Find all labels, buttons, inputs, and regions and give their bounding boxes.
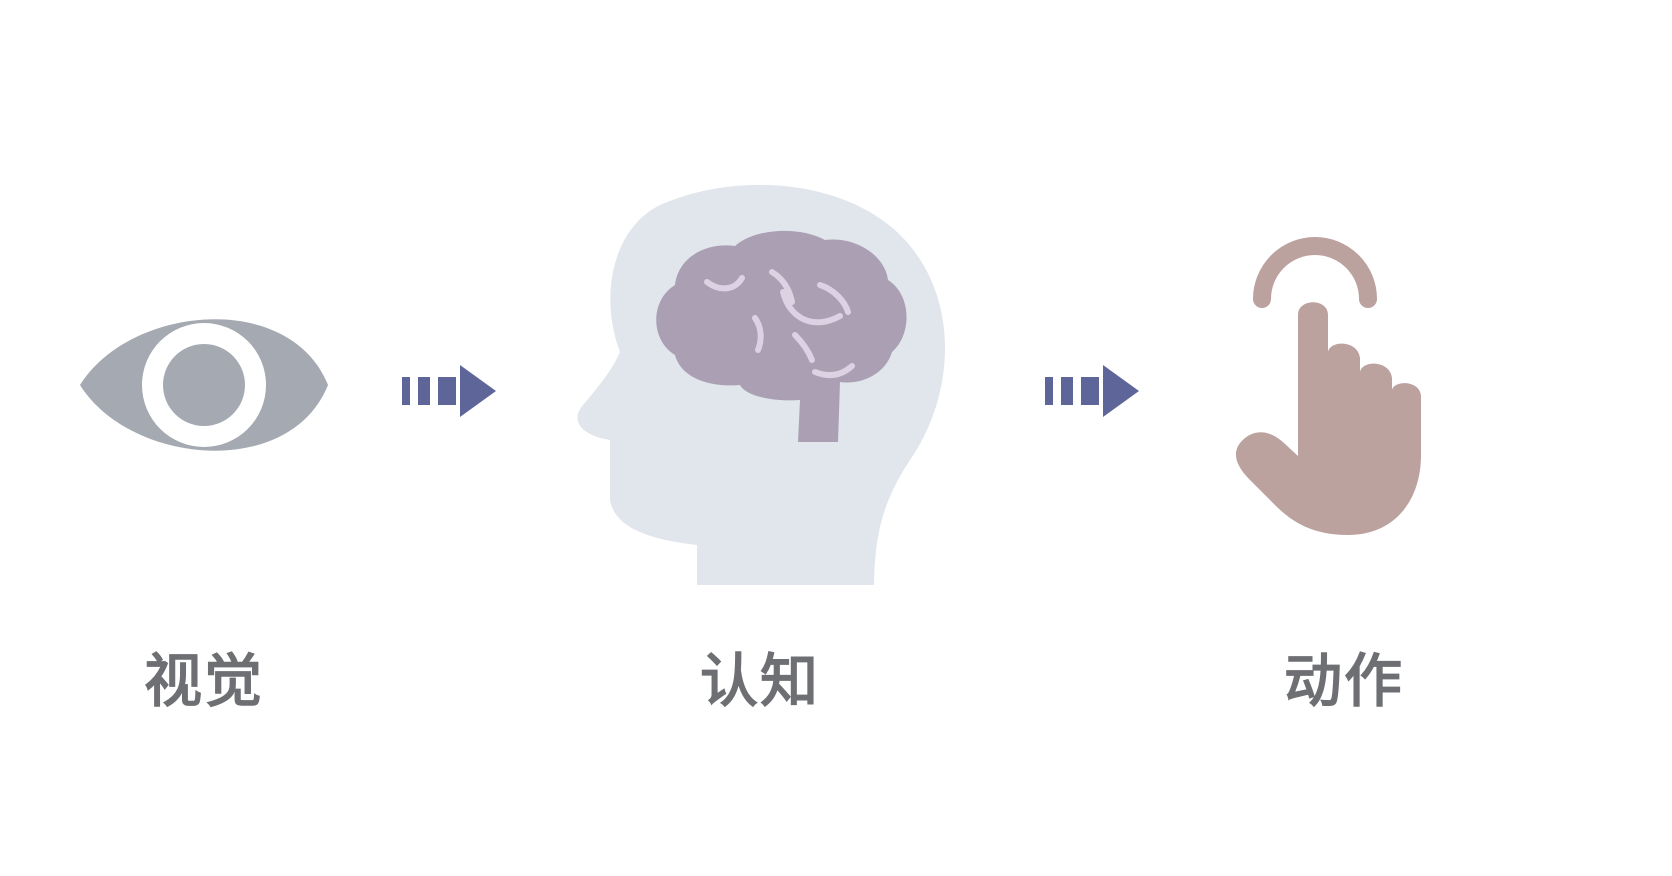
step-label-action: 动作	[1283, 647, 1404, 715]
head-brain-icon	[577, 184, 945, 585]
step-label-cognition: 认知	[699, 647, 820, 715]
arrow-right-icon	[402, 365, 496, 417]
eye-icon	[80, 319, 328, 451]
step-label-vision: 视觉	[143, 647, 264, 715]
tap-hand-icon	[1235, 237, 1421, 535]
arrow-right-icon	[1045, 365, 1139, 417]
